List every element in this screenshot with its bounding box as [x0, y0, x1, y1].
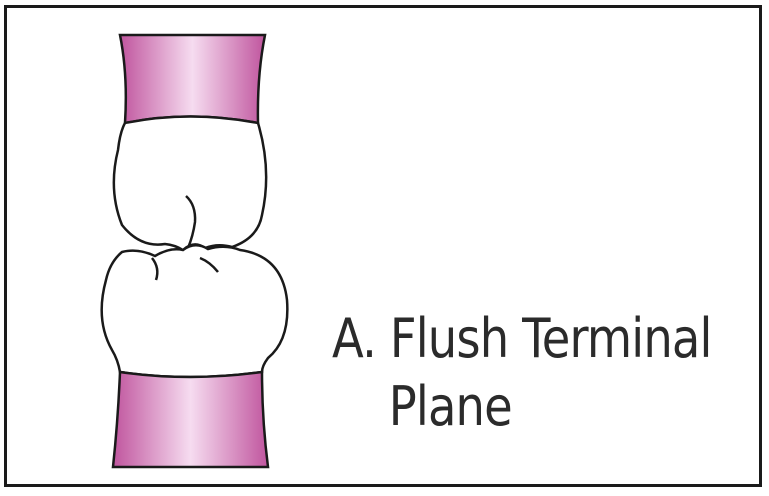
diagram-caption: A. Flush Terminal Plane: [332, 305, 712, 441]
lower-gum: [113, 372, 268, 467]
upper-molar-crown: [114, 117, 266, 251]
upper-gum: [120, 35, 265, 123]
caption-line-2: Plane: [332, 373, 712, 441]
lower-molar-crown: [102, 245, 288, 377]
caption-line-1: A. Flush Terminal: [332, 307, 712, 370]
